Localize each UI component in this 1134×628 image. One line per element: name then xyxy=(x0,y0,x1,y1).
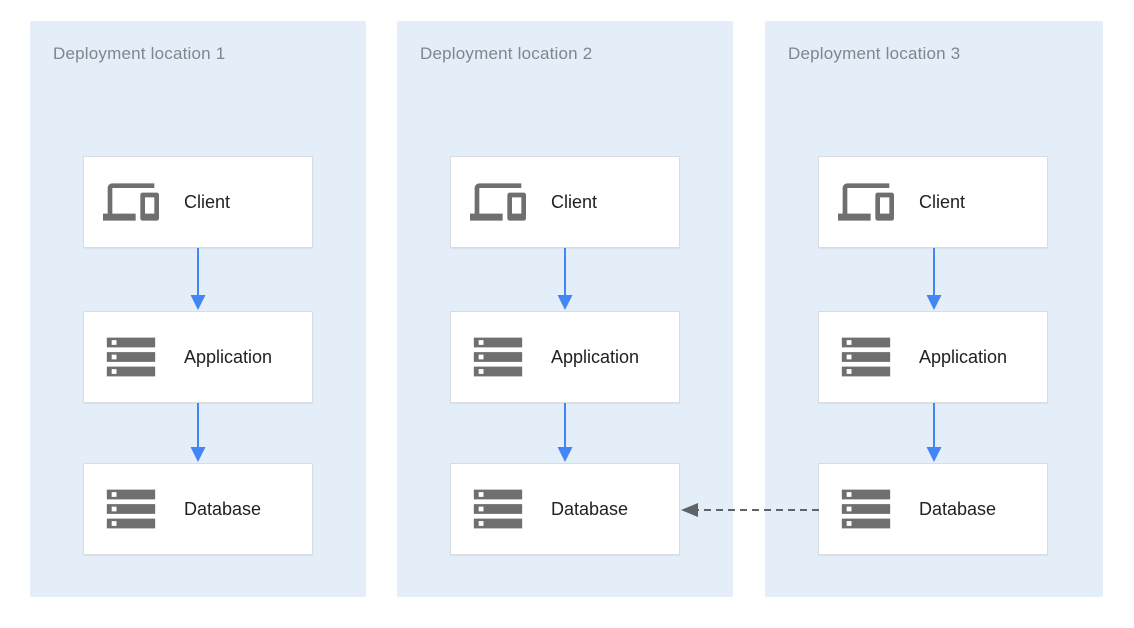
node-client-1: Client xyxy=(83,156,313,248)
node-label: Client xyxy=(184,191,231,212)
panel-title: Deployment location 2 xyxy=(420,44,593,63)
server-stack-icon xyxy=(836,480,896,538)
node-client-3: Client xyxy=(818,156,1048,248)
node-label: Database xyxy=(184,498,262,519)
server-stack-icon xyxy=(468,328,528,386)
node-database-3: Database xyxy=(818,463,1048,555)
deployment-panel-3: Deployment location 3 Client Application xyxy=(765,21,1103,597)
server-stack-icon xyxy=(836,328,896,386)
node-label: Database xyxy=(551,498,629,519)
node-client-2: Client xyxy=(450,156,680,248)
node-database-1: Database xyxy=(83,463,313,555)
panel-title: Deployment location 1 xyxy=(53,44,226,63)
node-application-3: Application xyxy=(818,311,1048,403)
deployment-panel-1: Deployment location 1 Client Application xyxy=(30,21,366,597)
node-label: Database xyxy=(919,498,997,519)
panel-title: Deployment location 3 xyxy=(788,44,961,63)
devices-icon xyxy=(468,174,528,230)
node-label: Client xyxy=(551,191,598,212)
node-database-2: Database xyxy=(450,463,680,555)
devices-icon xyxy=(101,174,161,230)
node-label: Client xyxy=(919,191,966,212)
server-stack-icon xyxy=(101,328,161,386)
server-stack-icon xyxy=(101,480,161,538)
deployment-panel-2: Deployment location 2 Client Application xyxy=(397,21,733,597)
node-label: Application xyxy=(184,346,273,367)
node-label: Application xyxy=(551,346,640,367)
devices-icon xyxy=(836,174,896,230)
node-application-2: Application xyxy=(450,311,680,403)
node-label: Application xyxy=(919,346,1008,367)
server-stack-icon xyxy=(468,480,528,538)
node-application-1: Application xyxy=(83,311,313,403)
